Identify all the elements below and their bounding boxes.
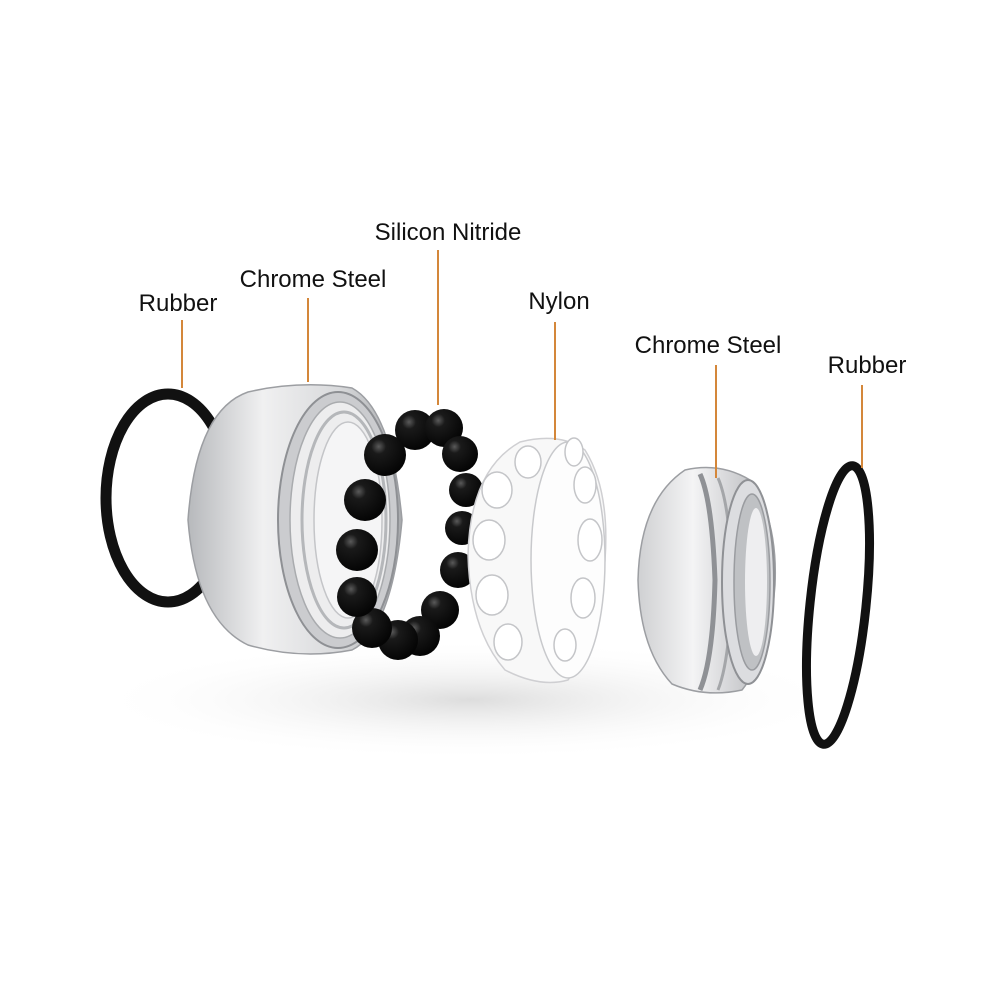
ceramic-ball — [344, 479, 386, 521]
ceramic-ball — [352, 608, 392, 648]
label-outer-seal: Rubber — [138, 290, 218, 317]
cage-pocket — [475, 574, 509, 616]
ceramic-ball — [395, 410, 435, 450]
cage-pocket — [573, 466, 597, 504]
cage-pocket — [493, 623, 523, 661]
cage-pocket — [570, 577, 596, 619]
label-inner-race: Chrome Steel — [634, 332, 782, 359]
ceramic-ball — [442, 436, 478, 472]
ceramic-ball — [440, 552, 476, 588]
label-inner-seal: Rubber — [827, 352, 907, 379]
cage-pocket — [481, 471, 513, 509]
silicon-nitride-balls — [336, 409, 483, 660]
leader-lines — [181, 250, 863, 478]
cage-pocket — [514, 445, 542, 479]
label-outer-race: Chrome Steel — [239, 266, 387, 293]
label-cage: Nylon — [528, 288, 590, 315]
ceramic-ball — [336, 529, 378, 571]
cage-pocket — [553, 628, 577, 662]
nylon-cage — [467, 437, 607, 684]
ceramic-ball — [337, 577, 377, 617]
cage-pocket — [472, 519, 506, 561]
inner-chrome-steel-race — [637, 466, 777, 694]
inner-rubber-seal — [802, 461, 874, 749]
ceramic-ball — [449, 473, 483, 507]
cage-pocket — [577, 518, 603, 562]
cage-pocket — [564, 437, 584, 467]
floor-shadow — [90, 640, 850, 760]
label-balls: Silicon Nitride — [374, 219, 522, 246]
ceramic-ball — [364, 434, 406, 476]
